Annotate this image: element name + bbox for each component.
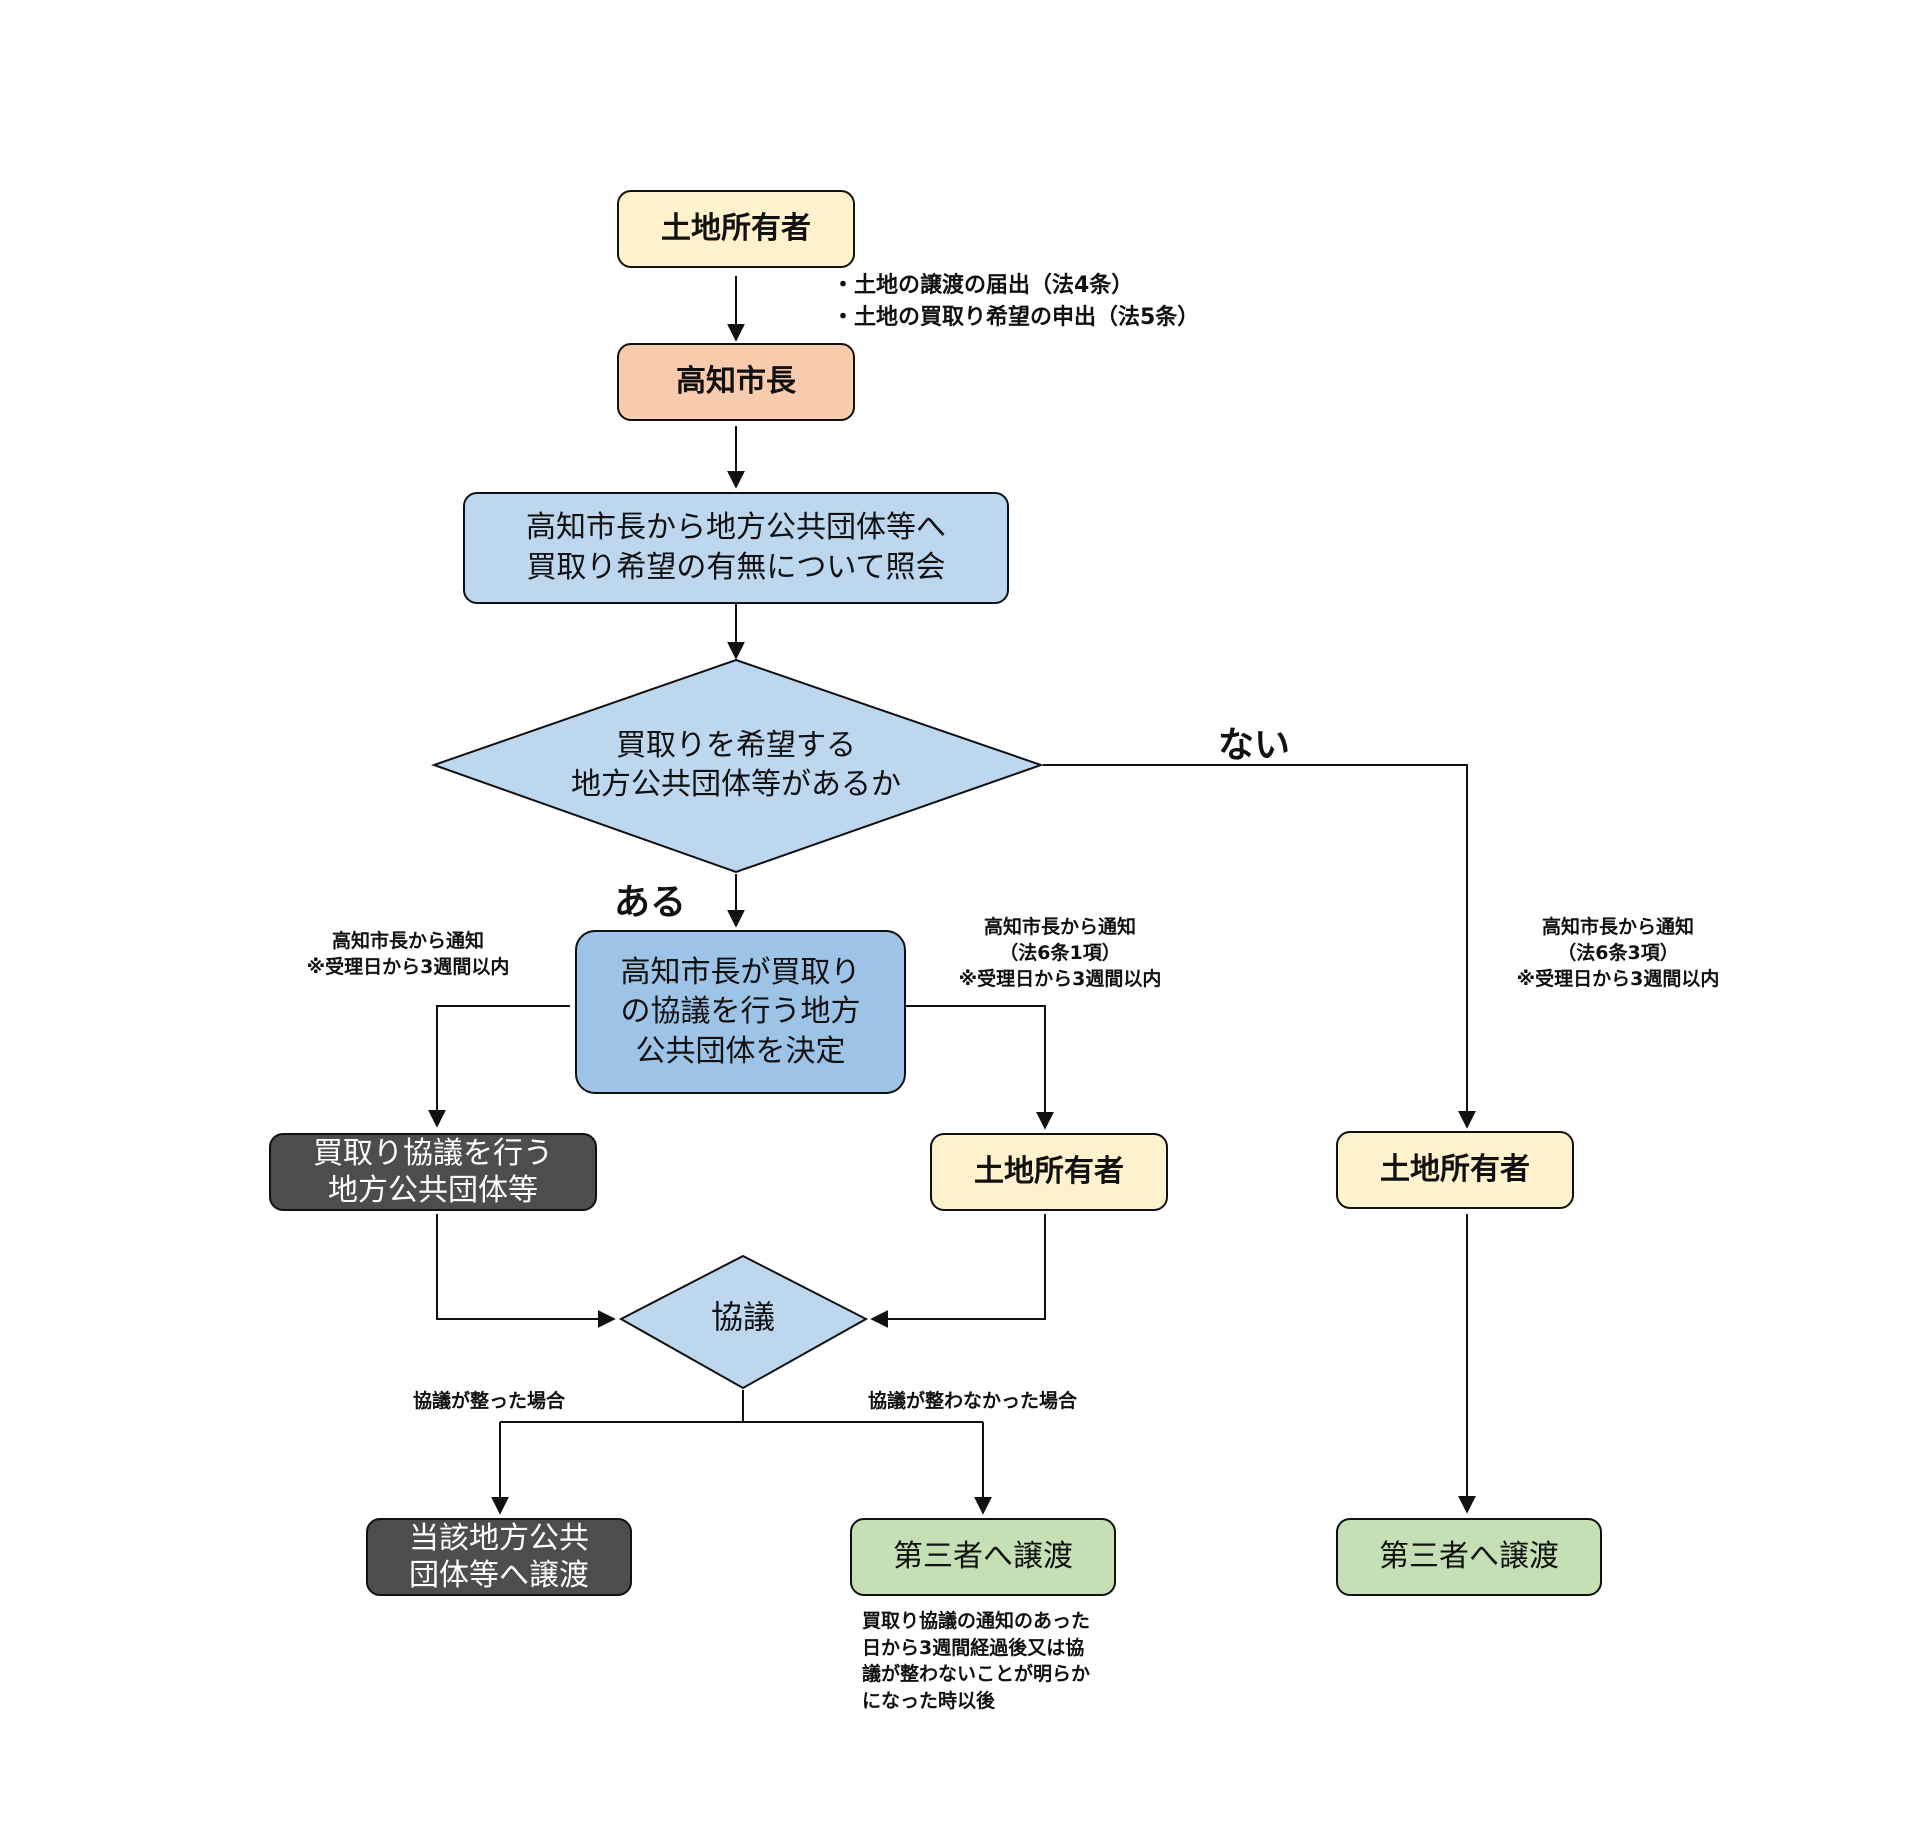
arrow-body-to-purchasing: [428, 1005, 570, 1128]
purchasing-body-box: 買取り協議を行う 地方公共団体等: [269, 1133, 597, 1211]
filing-note: ・土地の譲渡の届出（法4条） ・土地の買取り希望の申出（法5条）: [832, 273, 1200, 330]
negotiation-diamond-shape: [618, 1254, 869, 1390]
decide-body-box: 高知市長が買取り の協議を行う地方 公共団体を決定: [575, 930, 906, 1094]
notice-right-note: 高知市長から通知 （法6条3項） ※受理日から3週間以内: [1516, 916, 1720, 991]
arrow-purchasing-to-negotiation: [436, 1214, 616, 1328]
branch-yes-label: ある: [614, 882, 687, 923]
landowner-box-right: 土地所有者: [1336, 1131, 1574, 1209]
arrow-body-to-owner: [906, 1005, 1054, 1130]
not-agreed-note: 協議が整わなかった場合: [868, 1390, 1078, 1412]
decision-diamond-label: 買取りを希望する 地方公共団体等があるか: [571, 728, 901, 802]
after-period-note: 買取り協議の通知のあった 日から3週間経過後又は協 議が整わないことが明らか に…: [862, 1610, 1091, 1712]
transfer-third-box-right: 第三者へ譲渡: [1336, 1518, 1602, 1596]
arrow-no-branch: [1043, 764, 1476, 1129]
landowner-box-mid: 土地所有者: [930, 1133, 1168, 1211]
notice-mid-note: 高知市長から通知 （法6条1項） ※受理日から3週間以内: [958, 916, 1162, 991]
transfer-third-box-mid: 第三者へ譲渡: [850, 1518, 1116, 1596]
agreed-note: 協議が整った場合: [413, 1390, 566, 1412]
notice-left-note: 高知市長から通知 ※受理日から3週間以内: [306, 930, 510, 979]
mayor-box: 高知市長: [617, 343, 855, 421]
arrow-owner-to-negotiation: [870, 1214, 1046, 1328]
decision-diamond-shape: [430, 658, 1045, 874]
landowner-box-top: 土地所有者: [617, 190, 855, 268]
negotiation-label: 協議: [710, 1298, 775, 1337]
query-box: 高知市長から地方公共団体等へ 買取り希望の有無について照会: [463, 492, 1009, 604]
transfer-public-box: 当該地方公共 団体等へ譲渡: [366, 1518, 632, 1596]
branch-no-label: ない: [1218, 725, 1291, 766]
